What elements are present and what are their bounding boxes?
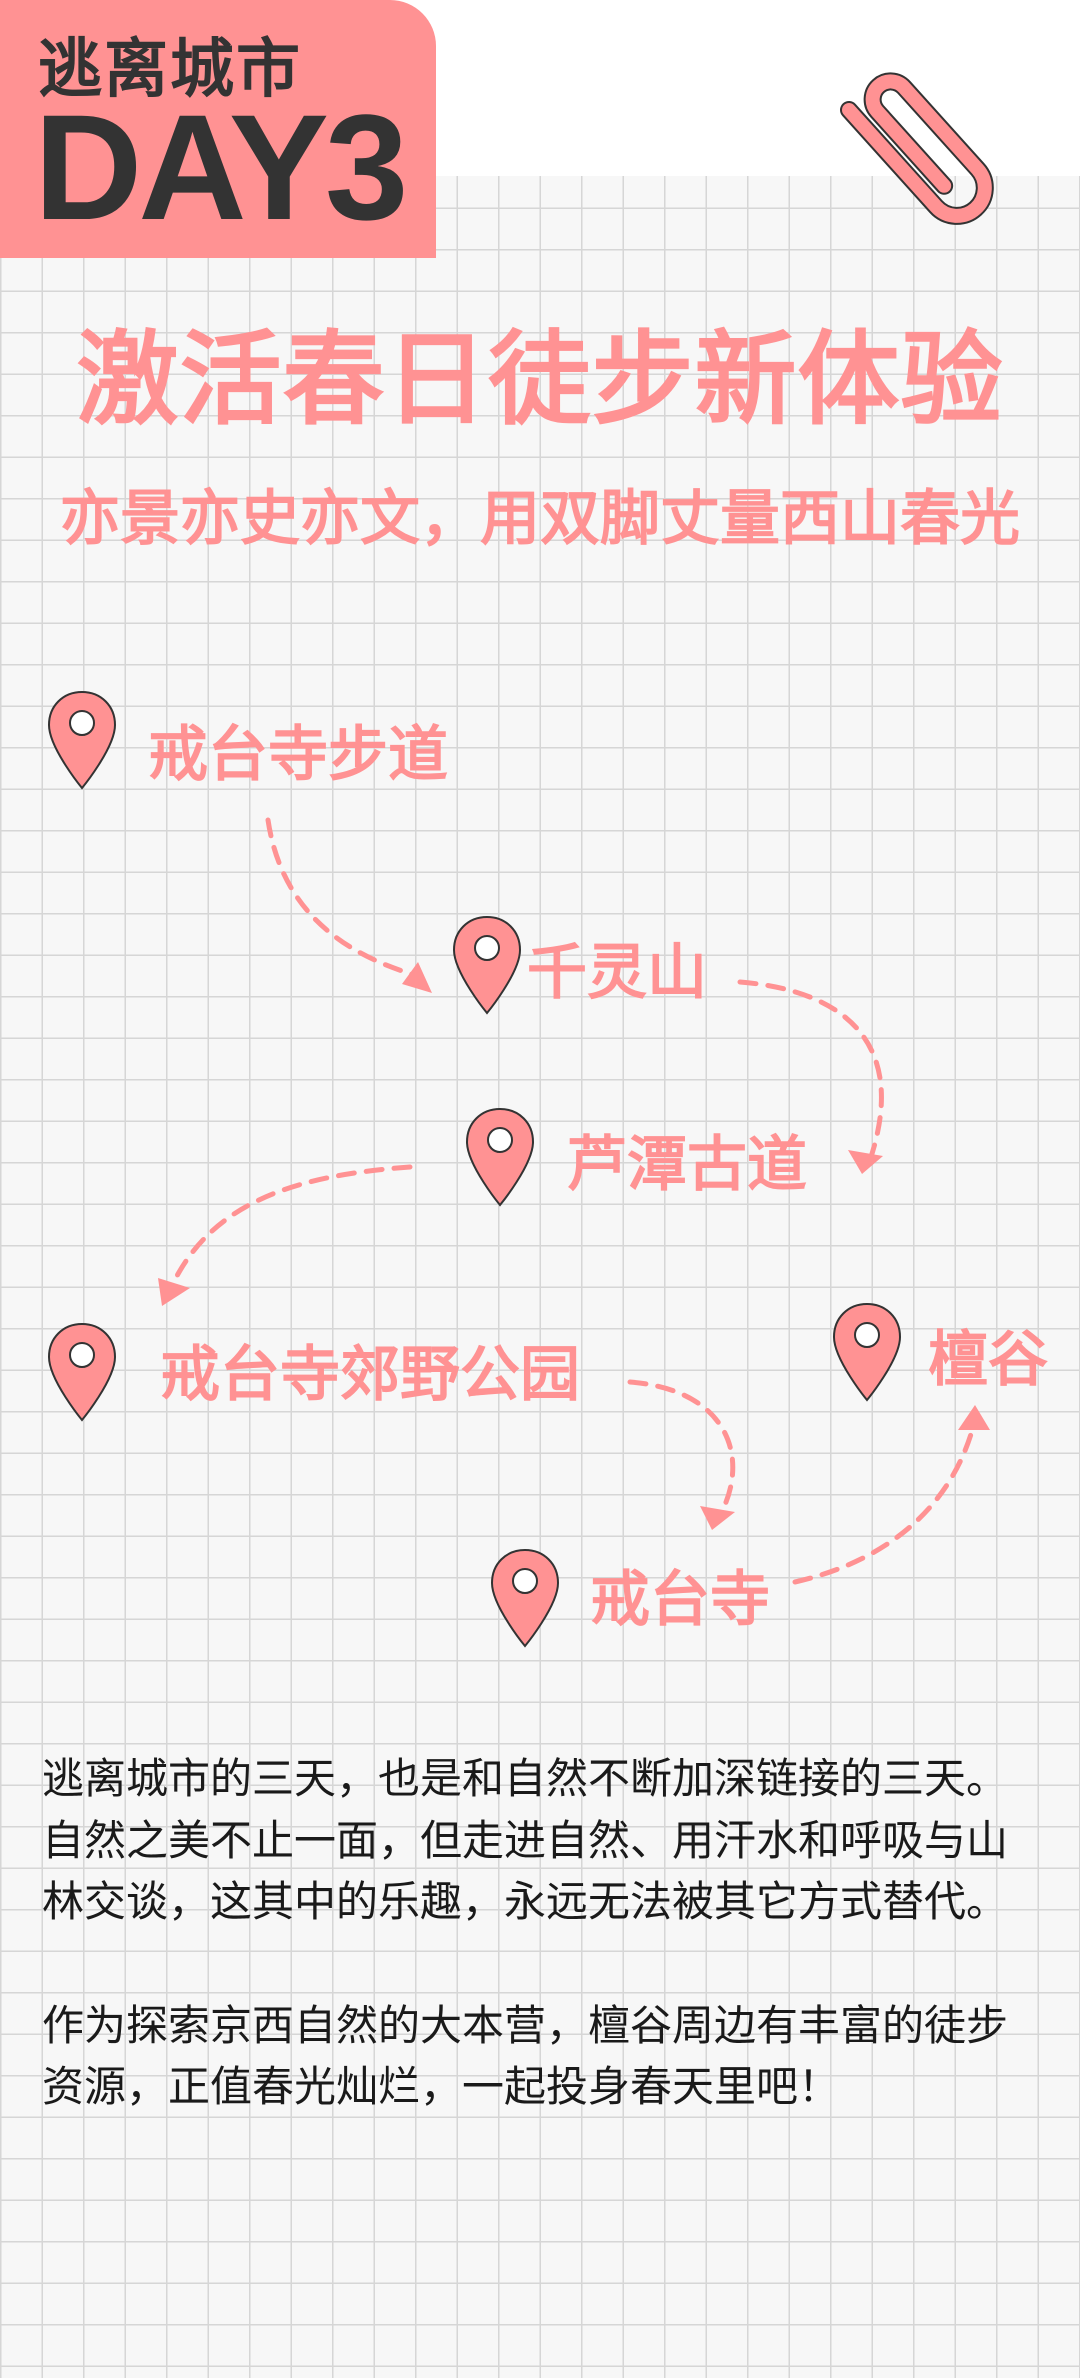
body-paragraph: 逃离城市的三天，也是和自然不断加深链接的三天。自然之美不止一面，但走进自然、用汗… [42,1754,1009,1926]
arrow-4 [627,1379,736,1518]
badge-day: DAY3 [34,83,408,251]
stop-label-2: 千灵山 [527,938,707,1008]
map-pin-icon [833,1303,901,1401]
map-pin-icon [466,1108,534,1206]
arrowhead-4 [700,1506,735,1530]
arrowhead-3 [158,1278,190,1306]
arrow-3 [167,1164,413,1293]
arrowhead-5 [958,1405,990,1430]
stop-label-4: 戒台寺郊野公园 [160,1340,580,1410]
arrow-1 [265,817,418,978]
body-paragraph: 作为探索京西自然的大本营，檀谷周边有丰富的徒步资源，正值春光灿烂，一起投身春天里… [42,2000,1009,2112]
stop-label-5: 戒台寺 [590,1565,770,1635]
arrowhead-1 [402,962,432,993]
badge-title: 逃离城市 [38,33,302,107]
stop-label-3: 芦潭古道 [567,1130,807,1200]
stop-label-1: 戒台寺步道 [148,720,448,790]
route-map: 戒台寺步道 千灵山 芦潭古道 戒台寺郊野公园 戒台寺 檀谷 [0,660,1080,1710]
arrowhead-2 [848,1150,883,1174]
page-title: 激活春日徒步新体验 [76,321,1004,440]
arrow-5 [792,1417,978,1585]
page-subtitle: 亦景亦史亦文，用双脚丈量西山春光 [60,484,1020,554]
route-lines [48,691,990,1647]
map-pin-icon [453,916,521,1014]
paperclip-icon [840,72,994,225]
map-pin-icon [48,691,116,789]
map-pin-icon [491,1549,559,1647]
map-pin-icon [48,1323,116,1421]
body-text: 逃离城市的三天，也是和自然不断加深链接的三天。自然之美不止一面，但走进自然、用汗… [42,1748,1042,2180]
arrow-2 [737,979,884,1163]
day-badge: 逃离城市 DAY3 [0,0,436,258]
stop-label-6: 檀谷 [928,1325,1048,1395]
